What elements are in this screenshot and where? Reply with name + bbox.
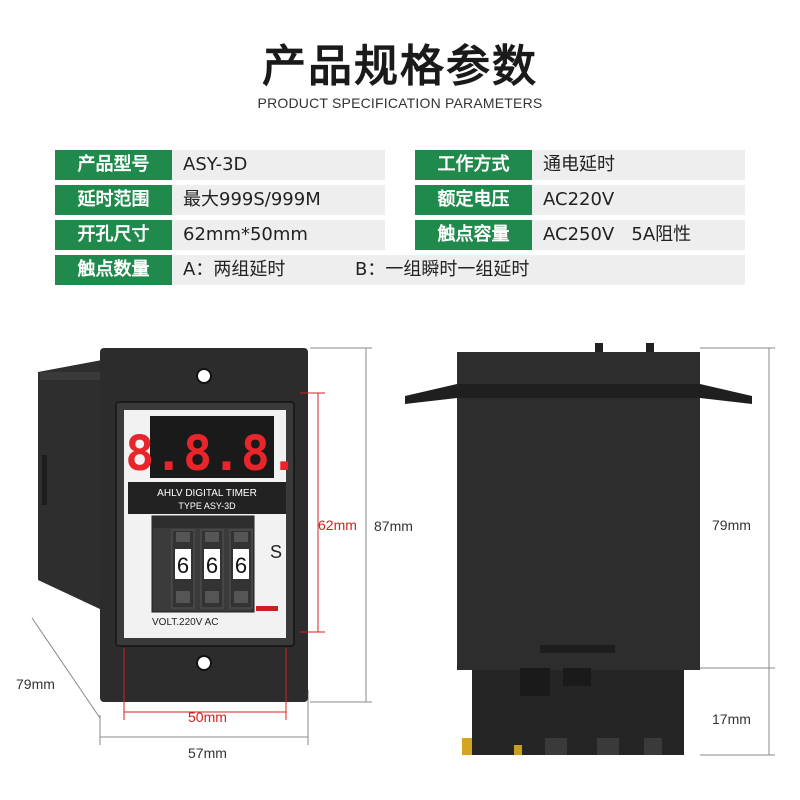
spec-value: 最大999S/999M: [183, 189, 321, 210]
dim-side-body: 79mm: [712, 517, 751, 533]
dim-cutout-width: 50mm: [188, 709, 227, 725]
spec-row-capacity: 触点容量 AC250V 5A阻性: [415, 220, 745, 250]
spec-label: 开孔尺寸: [55, 220, 172, 250]
dim-height: 87mm: [374, 518, 413, 534]
spec-row-cutout: 开孔尺寸 62mm*50mm: [55, 220, 385, 250]
spec-value: AC220V: [543, 189, 615, 210]
side-view-drawing: [405, 343, 775, 756]
page-title: 产品规格参数: [262, 41, 538, 92]
thumbwheel-switches: 6 6 6: [171, 529, 253, 609]
spec-row-model: 产品型号 ASY-3D: [55, 150, 385, 180]
mount-hole-top: [196, 368, 212, 384]
spec-label: 触点数量: [55, 255, 172, 285]
side-flange: [405, 384, 752, 404]
led-digits: 8.8.8.: [125, 426, 298, 482]
spec-value: 62mm*50mm: [183, 224, 308, 245]
unit-label: S: [270, 542, 282, 562]
spec-label: 触点容量: [415, 220, 532, 250]
side-body: [457, 352, 700, 670]
dial-digit-2: 6: [206, 553, 218, 578]
timer-body-side: [38, 360, 102, 610]
page-subtitle: PRODUCT SPECIFICATION PARAMETERS: [257, 95, 543, 111]
type-text: TYPE ASY-3D: [178, 501, 236, 511]
spec-row-voltage: 额定电压 AC220V: [415, 185, 745, 215]
spec-label: 工作方式: [415, 150, 532, 180]
brand-text: AHLV DIGITAL TIMER: [157, 488, 257, 499]
mount-hole-bottom: [196, 655, 212, 671]
dim-side-base: 17mm: [712, 711, 751, 727]
spec-value-a: A：两组延时: [183, 259, 286, 280]
spec-value: 通电延时: [543, 154, 615, 175]
spec-value: ASY-3D: [183, 154, 248, 175]
dim-depth: 79mm: [16, 676, 55, 692]
spec-row-range: 延时范围 最大999S/999M: [55, 185, 385, 215]
spec-label: 额定电压: [415, 185, 532, 215]
spec-row-contacts: 触点数量 A：两组延时 B：一组瞬时一组延时: [55, 255, 745, 285]
spec-row-mode: 工作方式 通电延时: [415, 150, 745, 180]
spec-label: 延时范围: [55, 185, 172, 215]
dial-digit-1: 6: [177, 553, 189, 578]
spec-value-b: B：一组瞬时一组延时: [355, 259, 530, 280]
indicator-led: [256, 606, 278, 611]
dial-digit-3: 6: [235, 553, 247, 578]
volt-label: VOLT.220V AC: [152, 617, 219, 628]
spec-value: AC250V 5A阻性: [543, 224, 692, 245]
led-display: [150, 416, 274, 478]
spec-label: 产品型号: [55, 150, 172, 180]
dim-cutout-height: 62mm: [318, 517, 357, 533]
dim-width: 57mm: [188, 745, 227, 761]
